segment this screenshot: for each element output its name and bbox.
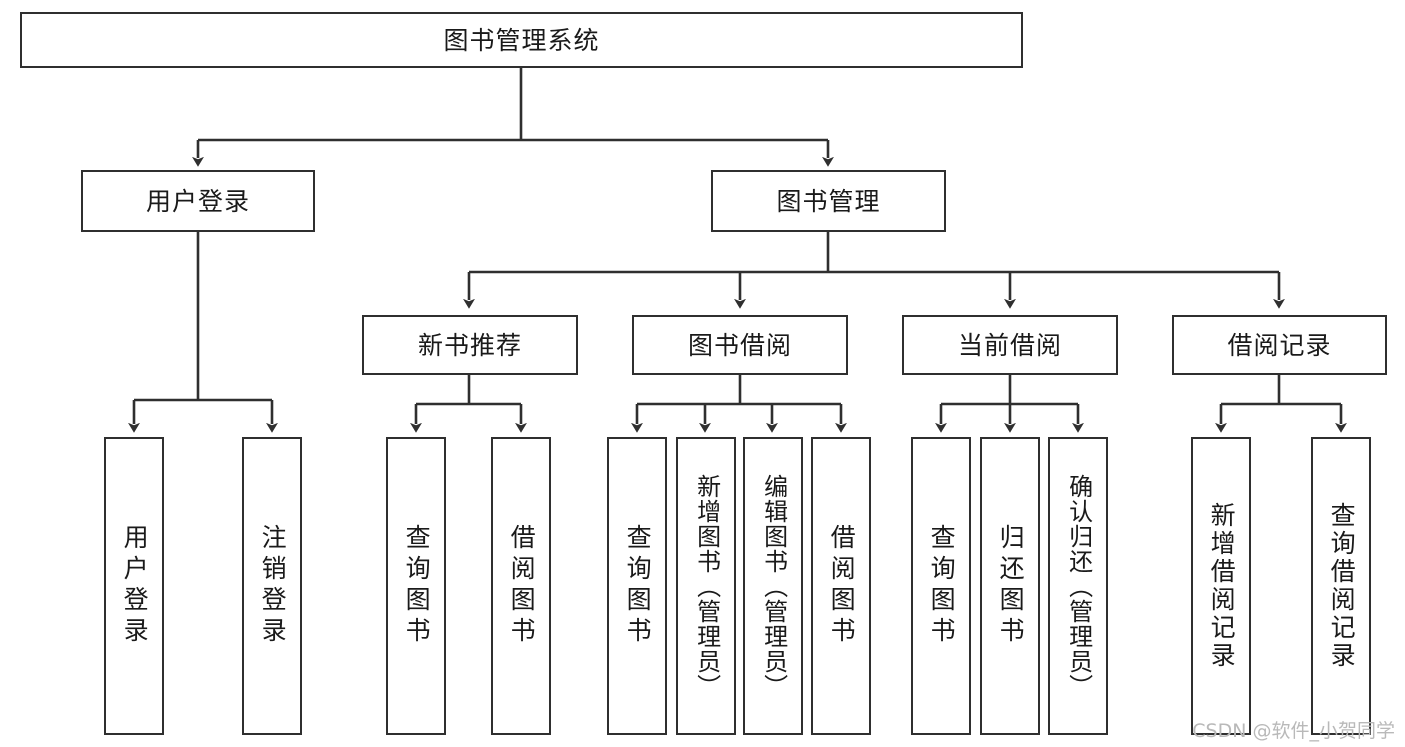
node-label: 查询图书 — [927, 524, 957, 648]
leaf-node-add-borrow-record[interactable]: 新增借阅记录 — [1191, 437, 1251, 735]
leaf-node-logout[interactable]: 注销登录 — [242, 437, 302, 735]
node-label: 确认归还（管理员） — [1064, 473, 1093, 699]
node-label: 新增图书（管理员） — [692, 473, 721, 699]
node-book-manage[interactable]: 图书管理 — [711, 170, 946, 232]
node-book-borrow[interactable]: 图书借阅 — [632, 315, 848, 375]
node-label: 新增借阅记录 — [1207, 502, 1237, 670]
node-label: 用户登录 — [145, 186, 250, 216]
node-current-borrow[interactable]: 当前借阅 — [902, 315, 1118, 375]
node-label: 图书借阅 — [687, 330, 792, 360]
node-user-login[interactable]: 用户登录 — [81, 170, 315, 232]
node-label: 查询图书 — [402, 524, 432, 648]
leaf-node-edit-book-admin[interactable]: 编辑图书（管理员） — [743, 437, 803, 735]
leaf-node-query-book-borrow[interactable]: 查询图书 — [607, 437, 667, 735]
node-label: 图书管理 — [776, 186, 881, 216]
leaf-node-query-book-current[interactable]: 查询图书 — [911, 437, 971, 735]
leaf-node-borrow-book[interactable]: 借阅图书 — [811, 437, 871, 735]
node-label: 编辑图书（管理员） — [759, 473, 788, 699]
leaf-node-user-login[interactable]: 用户登录 — [104, 437, 164, 735]
leaf-node-add-book-admin[interactable]: 新增图书（管理员） — [676, 437, 736, 735]
node-label: 当前借阅 — [957, 330, 1062, 360]
node-label: 注销登录 — [258, 524, 288, 648]
node-label: 用户登录 — [120, 524, 150, 648]
csdn-watermark: CSDN @软件_小贺同学 — [1192, 720, 1395, 742]
node-label: 借阅图书 — [507, 524, 537, 648]
node-label: 借阅记录 — [1227, 330, 1332, 360]
node-label: 查询图书 — [623, 524, 653, 648]
node-new-book-recommend[interactable]: 新书推荐 — [362, 315, 578, 375]
node-label: 查询借阅记录 — [1327, 502, 1357, 670]
leaf-node-query-book-rec[interactable]: 查询图书 — [386, 437, 446, 735]
node-label: 新书推荐 — [417, 330, 522, 360]
leaf-node-confirm-return-admin[interactable]: 确认归还（管理员） — [1048, 437, 1108, 735]
leaf-node-return-book[interactable]: 归还图书 — [980, 437, 1040, 735]
node-borrow-record[interactable]: 借阅记录 — [1172, 315, 1387, 375]
leaf-node-borrow-book-rec[interactable]: 借阅图书 — [491, 437, 551, 735]
node-label: 图书管理系统 — [443, 25, 600, 55]
node-label: 归还图书 — [996, 524, 1026, 648]
node-root[interactable]: 图书管理系统 — [20, 12, 1023, 68]
node-label: 借阅图书 — [827, 524, 857, 648]
leaf-node-query-borrow-record[interactable]: 查询借阅记录 — [1311, 437, 1371, 735]
